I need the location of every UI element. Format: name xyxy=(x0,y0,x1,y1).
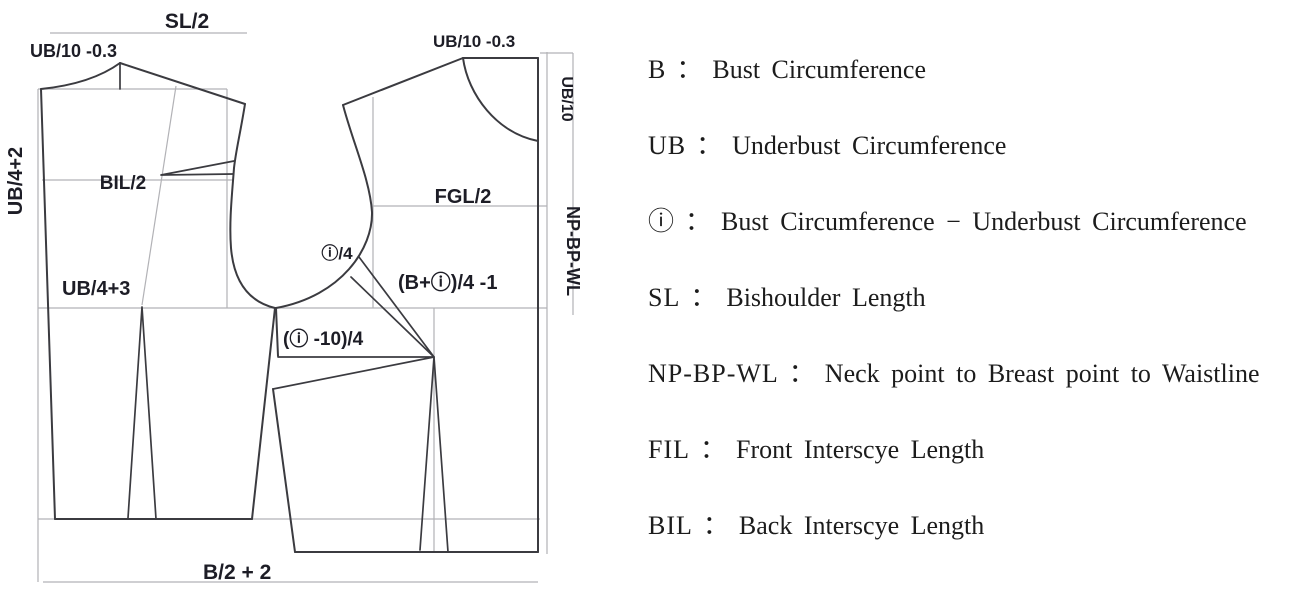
label-ub4-3: UB/4+3 xyxy=(62,278,130,300)
label-ub4-2-vertical: UB/4+2 xyxy=(5,147,27,215)
legend-separator: ： xyxy=(676,55,703,84)
legend-item-np-bp-wl: NP-BP-WL ： Neck point to Breast point to W… xyxy=(648,358,1288,390)
abbreviation-legend: B ： Bust Circumference UB ： Underbust Circum… xyxy=(648,54,1288,542)
front-neckline xyxy=(462,57,539,142)
legend-separator: ： xyxy=(700,435,727,464)
legend-desc: Underbust Circumference xyxy=(732,131,1007,160)
back-neckline xyxy=(40,62,121,90)
legend-abbr: B xyxy=(648,55,667,84)
label-sl2: SL/2 xyxy=(165,10,209,33)
label-bil2: BIL/2 xyxy=(100,173,146,194)
label-i-minus-10: (ⓘ -10)/4 xyxy=(283,327,364,350)
side-bust-dart xyxy=(272,356,435,390)
label-np-bp-wl-vertical: NP-BP-WL xyxy=(563,206,583,296)
back-side-seam xyxy=(251,307,276,520)
legend-desc: Neck point to Breast point to Waistline xyxy=(824,359,1260,388)
pattern-diagram: SL/2 UB/10 -0.3 UB/10 -0.3 BIL/2 UB/4+3 … xyxy=(5,10,583,584)
legend-desc: Bust Circumference − Underbust Circumfer… xyxy=(721,207,1247,236)
legend-separator: ： xyxy=(690,283,717,312)
legend-item-sl: SL ： Bishoulder Length xyxy=(648,282,1288,314)
legend-item-bil: BIL ： Back Interscye Length xyxy=(648,510,1288,542)
legend-abbr: UB xyxy=(648,131,687,160)
label-i4: ⓘ/4 xyxy=(321,243,353,263)
legend-separator: ： xyxy=(788,359,815,388)
front-shoulder xyxy=(342,57,464,106)
legend-desc: Front Interscye Length xyxy=(736,435,985,464)
measurement-labels: SL/2 UB/10 -0.3 UB/10 -0.3 BIL/2 UB/4+3 … xyxy=(5,10,583,584)
front-piece xyxy=(272,57,539,553)
label-b2-2: B/2 + 2 xyxy=(203,561,271,584)
legend-separator: ： xyxy=(685,207,712,236)
center-back-line xyxy=(40,88,56,520)
front-side-seam-lower xyxy=(272,388,296,553)
legend-item-i: ⓘ ： Bust Circumference − Underbust Circumf… xyxy=(648,206,1288,238)
back-armhole-dart xyxy=(160,160,235,176)
label-ub10-03-left: UB/10 -0.3 xyxy=(30,41,117,61)
legend-abbr: FIL xyxy=(648,435,690,464)
front-waist-dart xyxy=(419,356,449,553)
label-ub10-03-right: UB/10 -0.3 xyxy=(433,32,515,51)
legend-abbr: NP-BP-WL xyxy=(648,359,779,388)
armhole-dart xyxy=(350,256,435,358)
legend-desc: Bust Circumference xyxy=(712,55,927,84)
legend-abbr: ⓘ xyxy=(648,207,676,236)
legend-desc: Bishoulder Length xyxy=(726,283,926,312)
legend-item-ub: UB ： Underbust Circumference xyxy=(648,130,1288,162)
legend-abbr: BIL xyxy=(648,511,693,540)
label-b-plus-i: (B+ⓘ)/4 -1 xyxy=(398,271,497,294)
back-waist-dart xyxy=(127,306,157,520)
back-piece xyxy=(40,62,276,520)
back-armhole xyxy=(229,103,276,309)
back-shoulder xyxy=(119,62,246,105)
label-fgl2: FGL/2 xyxy=(435,186,492,208)
legend-item-fil: FIL ： Front Interscye Length xyxy=(648,434,1288,466)
legend-abbr: SL xyxy=(648,283,681,312)
legend-separator: ： xyxy=(702,511,729,540)
guide-lines xyxy=(37,32,574,583)
front-side-seam-upper xyxy=(275,307,279,357)
legend-item-b: B ： Bust Circumference xyxy=(648,54,1288,86)
legend-desc: Back Interscye Length xyxy=(738,511,985,540)
label-ub10-vertical: UB/10 xyxy=(558,76,575,121)
front-armhole xyxy=(275,104,374,309)
legend-separator: ： xyxy=(696,131,723,160)
back-diagonal-guide xyxy=(141,85,177,306)
